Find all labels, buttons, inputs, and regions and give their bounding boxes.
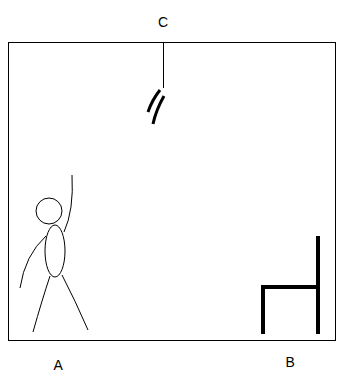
chair-seat [263,285,318,289]
point-label: C [158,14,168,30]
person-leg [33,276,50,332]
point-label: A [54,357,63,373]
room-outline [9,43,336,341]
person-arm [20,236,46,288]
hanging-rope [163,42,164,88]
person-head [36,198,62,224]
rope-end [153,96,164,124]
person-leg [62,275,88,330]
point-label: B [286,354,295,370]
person-body [45,225,65,277]
chair-leg [261,285,265,334]
person-arm [64,175,72,232]
